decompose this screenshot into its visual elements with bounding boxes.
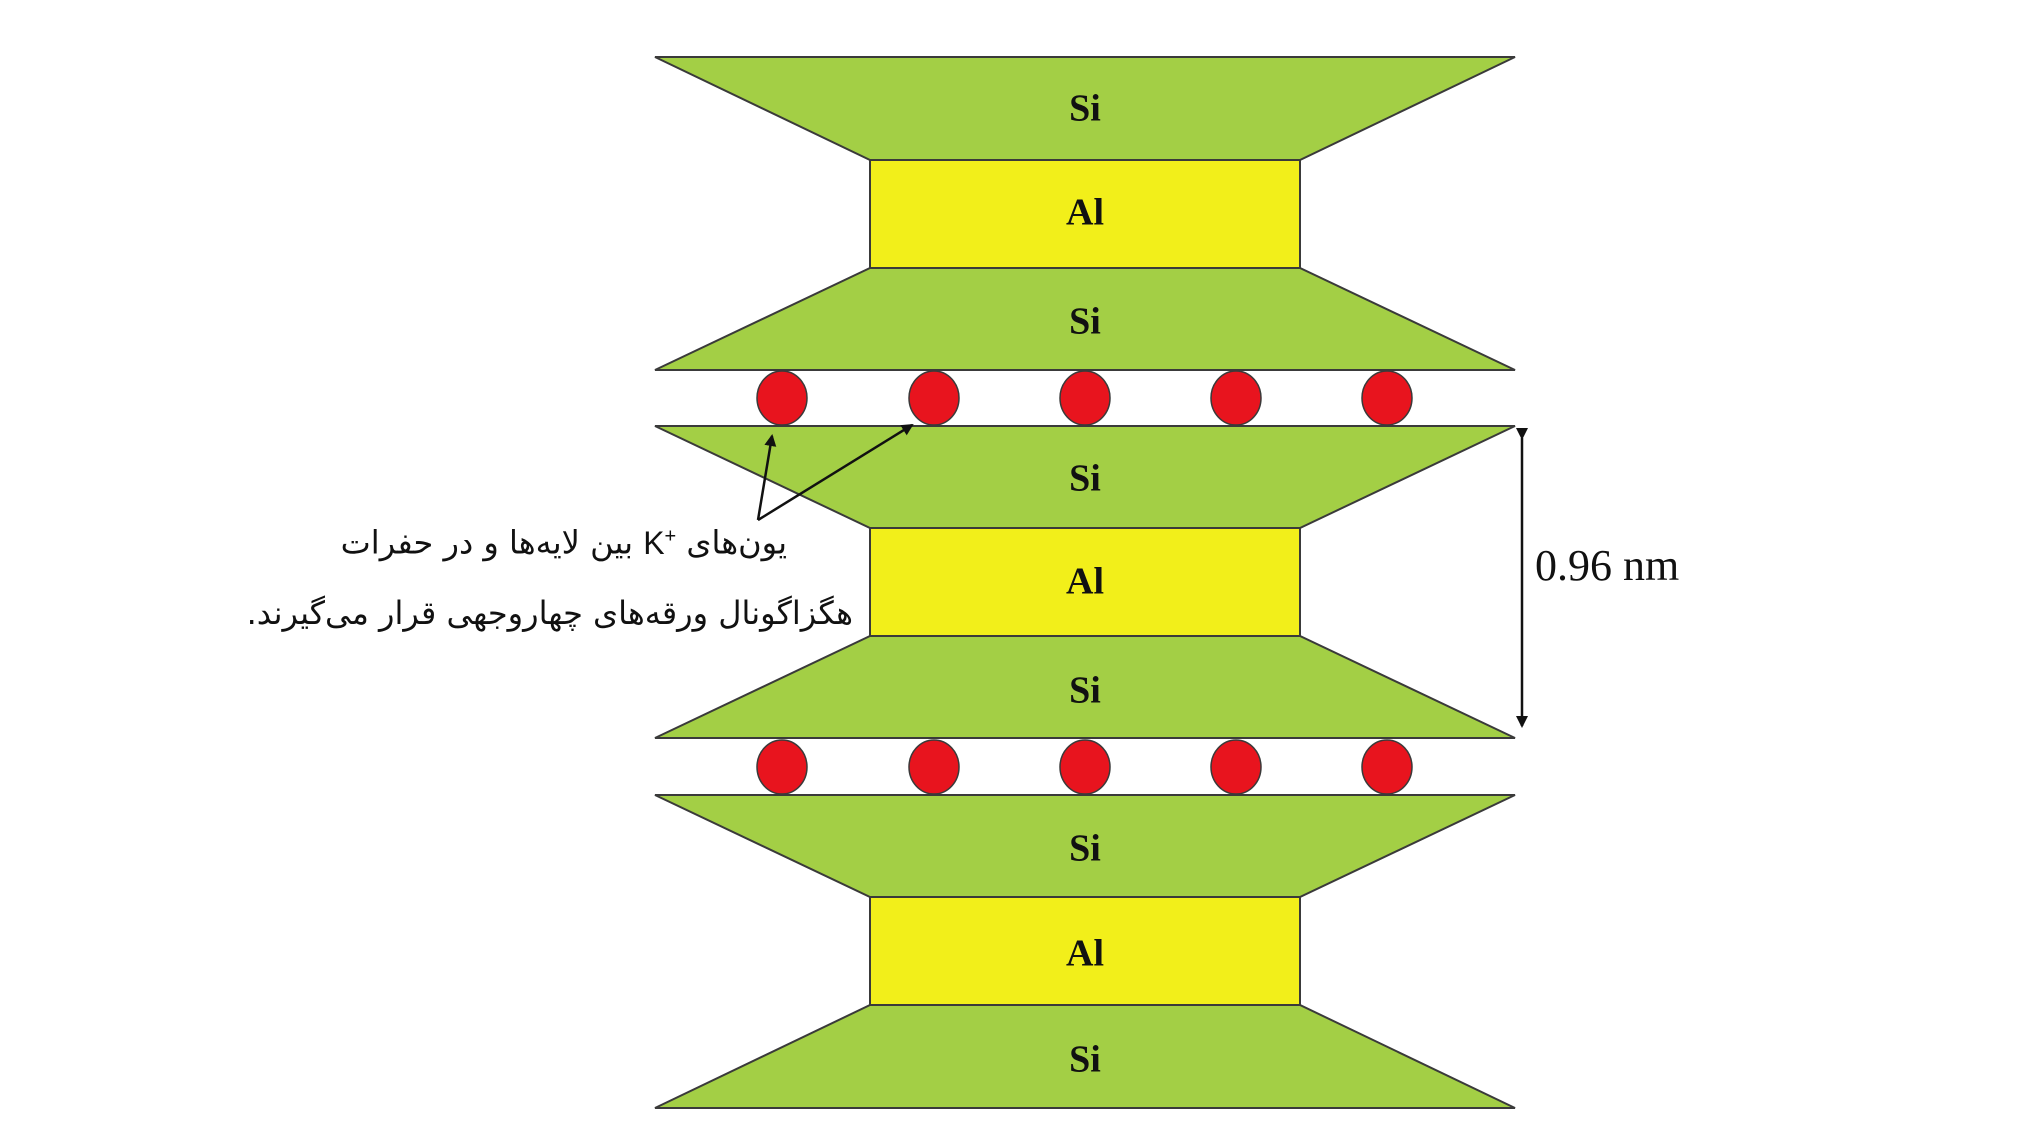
annotation-prefix: یون‌های <box>686 523 787 562</box>
potassium-ion <box>1059 739 1111 795</box>
potassium-ion <box>908 739 960 795</box>
si-label: Si <box>1069 1039 1101 1081</box>
al-label: Al <box>1066 192 1104 234</box>
octahedral-sheet-2 <box>869 527 1301 637</box>
annotation-line-1: یون‌های K+ بین لایه‌ها و در حفرات <box>341 526 787 559</box>
potassium-ion <box>1210 370 1262 426</box>
octahedral-sheet-1 <box>869 159 1301 269</box>
ion-formula: K+ <box>643 525 676 561</box>
annotation-suffix: بین لایه‌ها و در حفرات <box>340 523 634 562</box>
si-label: Si <box>1069 828 1101 870</box>
dimension-label: 0.96 nm <box>1535 541 1679 590</box>
potassium-ion <box>756 739 808 795</box>
ion-symbol: K <box>643 524 665 561</box>
ion-charge: + <box>664 525 677 547</box>
si-label: Si <box>1069 670 1101 712</box>
tetrahedral-sheet-1-bottom <box>654 267 1516 371</box>
potassium-ion <box>908 370 960 426</box>
potassium-ion <box>1361 739 1413 795</box>
potassium-ion <box>756 370 808 426</box>
annotation-arrow-1 <box>756 434 777 521</box>
si-label: Si <box>1069 458 1101 500</box>
annotation-line-2: هگزاگونال ورقه‌های چهاروجهی قرار می‌گیرن… <box>246 594 853 632</box>
si-label: Si <box>1069 301 1101 343</box>
tetrahedral-sheet-2-bottom <box>654 635 1516 739</box>
al-label: Al <box>1066 933 1104 975</box>
si-label: Si <box>1069 88 1101 130</box>
potassium-ion <box>1210 739 1262 795</box>
potassium-ion <box>1361 370 1413 426</box>
al-label: Al <box>1066 561 1104 603</box>
potassium-ion <box>1059 370 1111 426</box>
tetrahedral-sheet-3-bottom <box>654 1004 1516 1109</box>
annotation-arrow-2 <box>757 423 914 522</box>
